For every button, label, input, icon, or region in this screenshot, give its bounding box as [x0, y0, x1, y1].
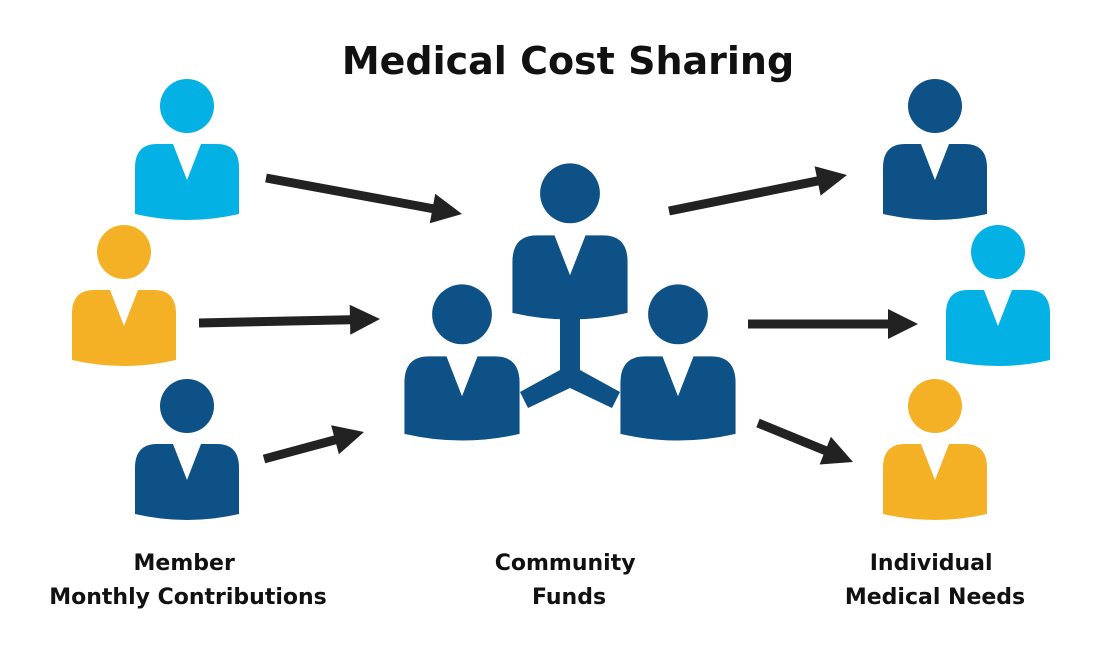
- arrow-shape: [262, 425, 364, 464]
- caption-community-line1: Community: [495, 551, 636, 576]
- network-connector: [520, 300, 620, 408]
- member-3: [135, 379, 239, 520]
- person-icon: [883, 79, 987, 220]
- arrow-shape: [198, 304, 380, 335]
- arrow-icon: [748, 309, 918, 339]
- community-group: [404, 163, 736, 441]
- person-icon: [72, 225, 176, 366]
- arrows: [198, 166, 918, 465]
- arrow-shape: [756, 418, 853, 465]
- caption-needs-line2: Medical Needs: [845, 585, 1025, 610]
- caption-members-line1: Member: [134, 551, 235, 576]
- arrow-icon: [668, 166, 847, 216]
- arrow-shape: [668, 166, 847, 216]
- people-network-icon: [404, 163, 736, 441]
- person-icon: [883, 379, 987, 520]
- member-1: [135, 79, 239, 220]
- caption-community-line2: Funds: [532, 585, 606, 610]
- need-3: [883, 379, 987, 520]
- community-person-left: [404, 284, 520, 441]
- caption-needs: Individual Medical Needs: [845, 551, 1025, 610]
- caption-members: Member Monthly Contributions: [49, 551, 327, 610]
- community-person-top: [512, 163, 628, 320]
- need-2: [946, 225, 1050, 366]
- need-1: [883, 79, 987, 220]
- arrow-icon: [756, 418, 853, 465]
- person-icon: [620, 284, 736, 441]
- page-title: Medical Cost Sharing: [342, 39, 794, 83]
- arrow-shape: [748, 309, 918, 339]
- caption-needs-line1: Individual: [870, 551, 993, 576]
- community-person-right: [620, 284, 736, 441]
- arrow-icon: [262, 425, 364, 464]
- caption-members-line2: Monthly Contributions: [49, 585, 327, 610]
- person-icon: [135, 379, 239, 520]
- caption-community: Community Funds: [495, 551, 644, 610]
- arrow-icon: [198, 304, 380, 335]
- arrow-icon: [265, 173, 462, 224]
- member-2: [72, 225, 176, 366]
- person-icon: [404, 284, 520, 441]
- person-icon: [946, 225, 1050, 366]
- arrow-shape: [265, 173, 462, 224]
- person-icon: [135, 79, 239, 220]
- person-icon: [512, 163, 628, 320]
